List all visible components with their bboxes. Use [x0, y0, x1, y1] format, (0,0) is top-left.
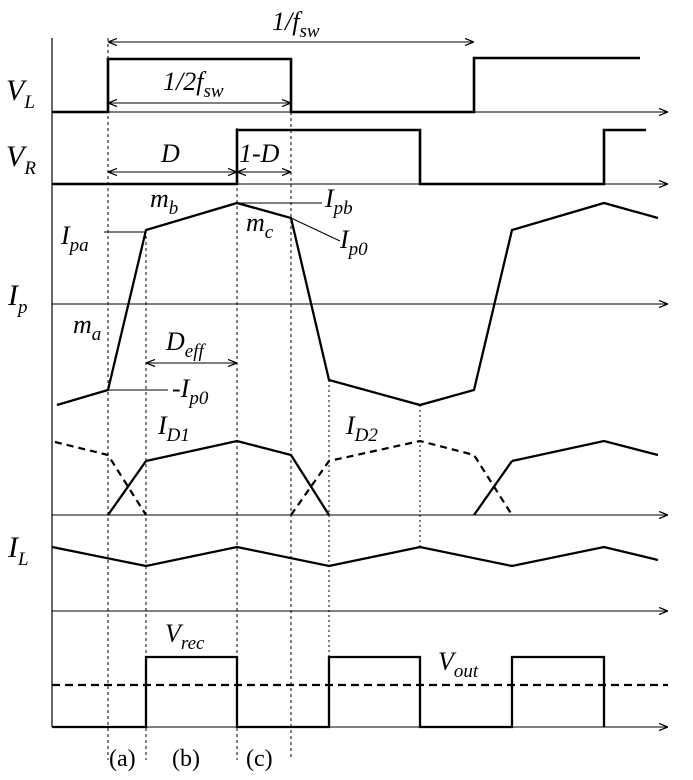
dimension-arrows	[108, 42, 474, 363]
phase-label-b: (b)	[172, 746, 200, 772]
vrec-label: Vrec	[165, 619, 205, 654]
id2-label: ID2	[345, 411, 378, 446]
neg-ip0-label: -Ip0	[172, 374, 209, 409]
one-minus-duty-label: 1-D	[239, 139, 280, 168]
phase-boundaries	[107, 38, 421, 760]
duty-label: D	[160, 139, 180, 168]
diode-current-dashed	[54, 439, 513, 516]
ma-label: ma	[73, 310, 101, 345]
vl-label: VL	[6, 74, 35, 113]
phase-label-a: (a)	[109, 746, 136, 772]
il-label: IL	[7, 531, 29, 570]
il-waveform	[51, 545, 659, 568]
period-label: 1/fsw	[272, 7, 320, 42]
ip-waveform	[56, 201, 659, 407]
id-waveform-2	[511, 439, 659, 463]
deff-label: Deff	[165, 327, 206, 362]
id1-label: ID1	[157, 411, 190, 446]
ipa-label: Ipa	[60, 221, 89, 256]
ip0-leader	[290, 217, 341, 242]
half-period-label: 1/2fsw	[163, 67, 224, 102]
vl-waveform	[52, 56, 640, 114]
vr-label: VR	[6, 140, 36, 179]
id1-waveform	[145, 439, 330, 516]
horizontal-axes	[52, 112, 668, 727]
phase-label-c: (c)	[246, 746, 273, 772]
mb-label: mb	[150, 184, 178, 219]
leader-lines	[104, 202, 341, 391]
ip0-label: Ip0	[339, 225, 368, 260]
mc-label: mc	[246, 208, 274, 243]
ipb-label: Ipb	[324, 184, 353, 219]
ip-label: Ip	[7, 279, 28, 318]
vrec-waveform	[52, 655, 606, 729]
vout-label: Vout	[438, 647, 479, 682]
id-rise-1	[107, 460, 147, 516]
id2-waveform	[290, 439, 513, 516]
id-rise-2	[473, 460, 513, 516]
vr-waveform	[52, 128, 646, 186]
diode-current-solid	[107, 439, 659, 516]
id-dashed-1	[54, 440, 147, 516]
